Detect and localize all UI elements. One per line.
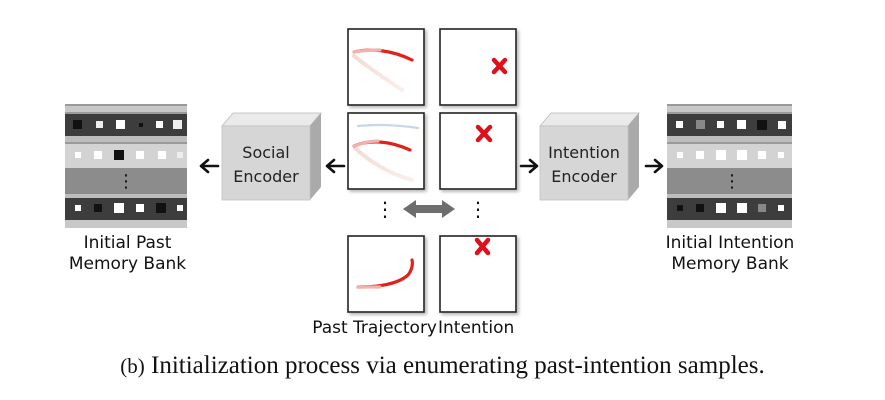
past-memory-bank-label-line2: Memory Bank (68, 254, 187, 274)
trajectory-ellipsis: ⋮ (375, 197, 395, 221)
intention-memory-bank-label-line2: Memory Bank (671, 254, 789, 274)
intention-label: Intention (438, 318, 515, 338)
intention-encoder-line2: Encoder (551, 167, 617, 186)
intention-panel (439, 28, 517, 106)
figure-caption: (b) Initialization process via enumerati… (0, 352, 885, 380)
intention-memory-bank: ⋮ (667, 104, 792, 228)
past-memory-bank: ⋮ (65, 104, 187, 228)
right-arrow-icon (644, 158, 664, 174)
caption-text: Initialization process via enumerating p… (151, 352, 765, 379)
left-bank-ellipsis: ⋮ (117, 171, 135, 192)
cross-icon (491, 57, 508, 75)
left-arrow-icon (199, 158, 220, 174)
right-arrow-icon (519, 158, 539, 174)
past-memory-bank-label-line1: Initial Past (83, 233, 172, 253)
right-bank-ellipsis: ⋮ (723, 171, 741, 192)
intention-encoder-box: Intention Encoder (539, 112, 640, 201)
intention-memory-bank-label: Initial Intention Memory Bank (645, 233, 815, 275)
past-trajectory-panel (347, 28, 425, 106)
social-encoder-line2: Encoder (233, 167, 299, 186)
intention-memory-bank-label-line1: Initial Intention (665, 233, 795, 253)
cross-icon (474, 237, 491, 256)
caption-prefix: (b) (120, 354, 145, 378)
intention-encoder-line1: Intention (548, 143, 620, 162)
left-arrow-icon (325, 158, 346, 174)
past-trajectory-panel (347, 235, 425, 313)
intention-panel (439, 112, 517, 190)
double-arrow-icon (403, 200, 455, 218)
social-encoder-box: Social Encoder (221, 112, 322, 201)
intention-ellipsis: ⋮ (468, 197, 488, 221)
past-memory-bank-label: Initial Past Memory Bank (55, 233, 200, 275)
cross-icon (475, 124, 493, 143)
intention-panel (439, 235, 517, 313)
past-trajectory-label: Past Trajectory (312, 318, 437, 338)
social-encoder-line1: Social (242, 143, 289, 162)
